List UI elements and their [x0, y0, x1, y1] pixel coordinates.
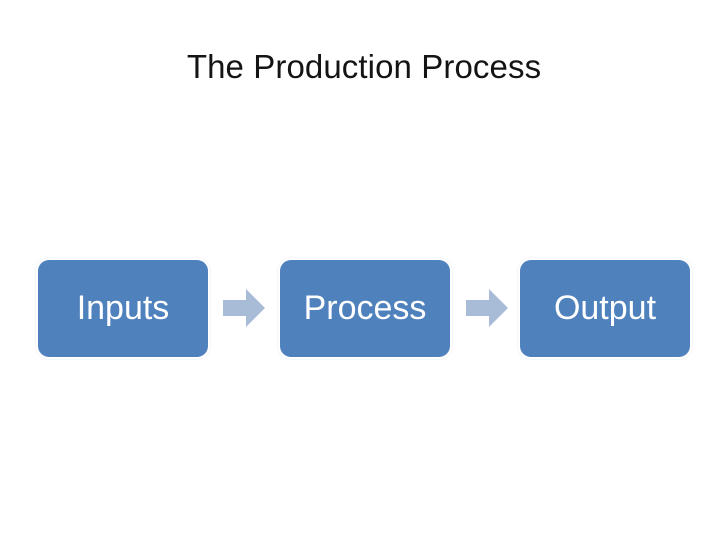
right-arrow-icon — [223, 289, 265, 327]
flow-box-label: Inputs — [76, 288, 170, 327]
flow-box-label: Process — [303, 288, 427, 327]
flow-box-label: Output — [553, 288, 657, 327]
page-title: The Production Process — [186, 48, 542, 85]
flow-box-output[interactable]: Output — [520, 260, 690, 357]
flow-box-process[interactable]: Process — [280, 260, 450, 357]
flow-box-inputs[interactable]: Inputs — [38, 260, 208, 357]
right-arrow-icon — [466, 289, 508, 327]
process-flow-diagram: Inputs Process Output — [0, 258, 728, 360]
